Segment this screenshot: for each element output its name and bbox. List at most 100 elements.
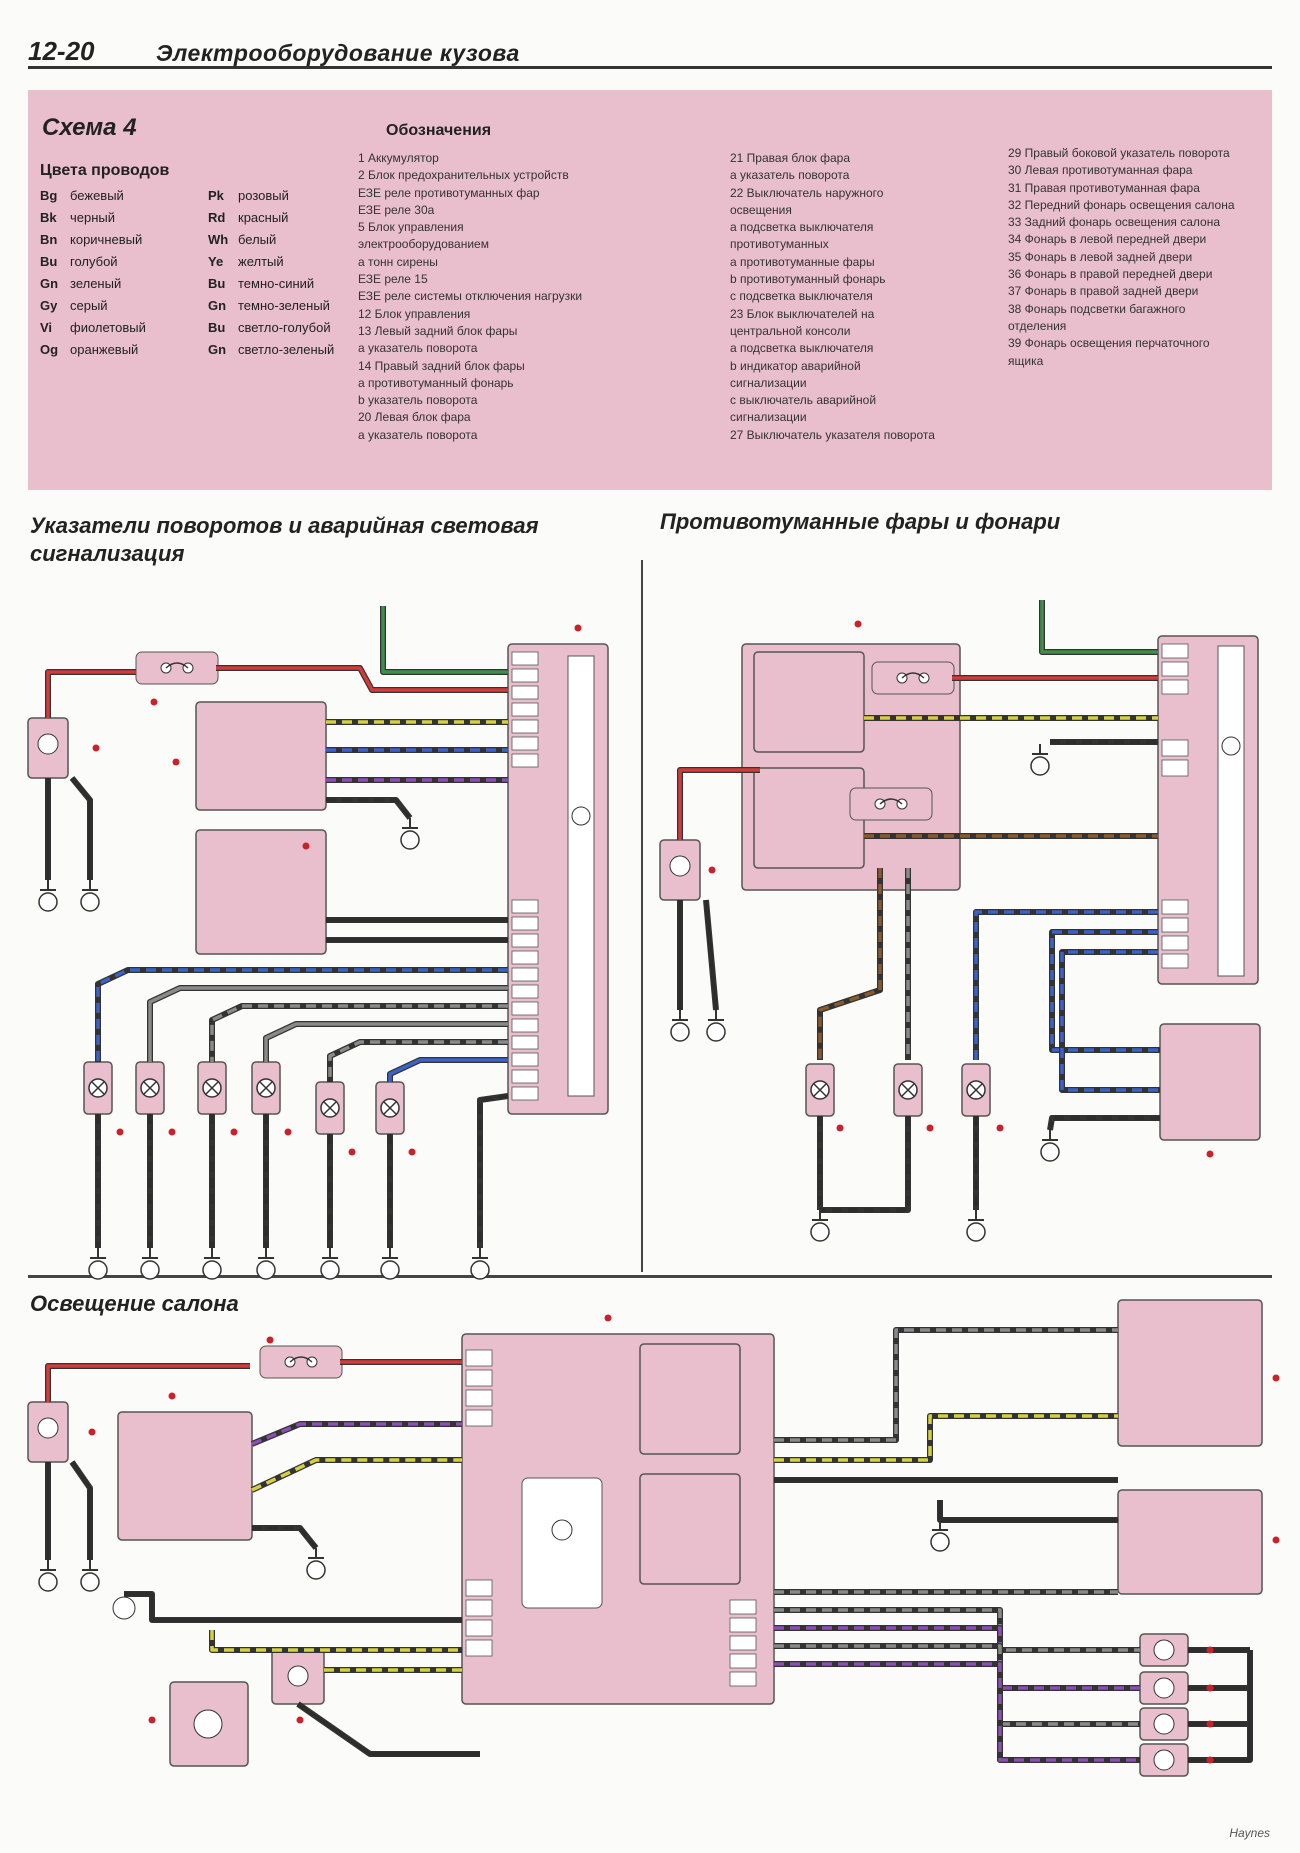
connector-pin [511,916,539,931]
lamp-cross [969,1083,983,1097]
designation-item: а подсветка выключателя [730,220,874,235]
wire-color-entry: Bu светло-голубой [208,320,368,335]
turn-lamp-feed-1 [148,986,508,1062]
wire-color-code: Bu [40,254,58,269]
turn-lamp-feed-0 [96,968,508,1062]
interior-sensor-wire-2 [210,1630,462,1652]
designation-item: 34 Фонарь в левой передней двери [1008,232,1207,247]
designation-item: а указатель поворота [358,341,478,356]
connector-pin [511,702,539,717]
wire-color-code: Vi [40,320,53,335]
lamp-cross [813,1083,827,1097]
section-title-turn-signals: Указатели поворотов и аварийная световая… [30,513,539,566]
section-title-fog-lights: Противотуманные фары и фонари [660,509,1061,534]
designation-item: 29 Правый боковой указатель поворота [1008,146,1230,160]
designation-item: 14 Правый задний блок фары [358,358,525,373]
fog-lamp-feed-1 [818,868,882,1060]
fuse-box [259,1345,343,1379]
interior-relay-1 [639,1343,741,1455]
designations-column-2: 21 Правая блок фара а указатель поворота… [730,150,1020,444]
turn-lamp-feed-3 [264,1022,508,1062]
fog-battery-ground-2 [704,899,718,1011]
hazard-switch-block [195,701,327,811]
component-marker [836,1124,844,1132]
wire-color-name: темно-зеленый [238,298,330,313]
connector-pin [511,719,539,734]
turn-lamp-feed-4 [328,1040,508,1082]
glovebox-ground-outline [296,1701,480,1757]
connector-pin [1161,759,1189,777]
connector-pin [1161,643,1189,659]
designation-item: ЕЗЕ реле системы отключения нагрузки [358,289,583,304]
fog-relay-2 [753,767,865,869]
lamp-cross [901,1083,915,1097]
ground-symbol [256,1260,276,1280]
component-marker [88,1428,96,1436]
connector-pin [511,1018,539,1033]
ignition-feed-outline [380,606,508,675]
battery-positive-wire-outline [45,669,136,718]
connector-pin [511,1052,539,1067]
ground-symbol [1040,1142,1060,1162]
connector-pin [465,1349,493,1367]
ground-symbol [966,1222,986,1242]
ground-symbol [88,1260,108,1280]
designations-heading: Обозначения [386,122,492,139]
connector-pin [511,1069,539,1084]
connector-pin [511,1086,539,1101]
interior-battery-feed [46,1364,250,1402]
fog-ignition-feed-outline [1039,600,1158,655]
designation-item: противотуманных [730,237,829,252]
designation-item: 32 Передний фонарь освещения салона [1008,197,1235,212]
wire-color-code: Bu [208,320,226,335]
designation-item: 20 Левая блок фара [358,410,471,425]
designation-item: 31 Правая противотуманная фара [1008,180,1200,195]
wire-color-code: Gn [40,276,59,291]
component-marker [1206,1684,1214,1692]
door-switch-symbol [112,1596,136,1620]
lamp-cross [91,1081,105,1095]
designation-item: ЕЗЕ реле 15 [358,272,428,287]
section-title-interior-lighting: Освещение салона [30,1291,239,1316]
wire-color-name: светло-голубой [238,320,331,335]
battery-symbol [669,855,691,877]
component-marker [116,1128,124,1136]
designation-item: 1 Аккумулятор [358,151,439,165]
wire-color-code: Gn [208,342,227,357]
lamp-cross [383,1101,397,1115]
ground-symbol [320,1260,340,1280]
connector-pin [1161,739,1189,757]
fog-control-symbol [1221,736,1241,756]
glovebox-lamp-bulb [287,1665,309,1687]
front-lamp-feed-outline [774,1327,1118,1443]
designation-item: b указатель поворота [358,393,478,408]
wire-color-code: Rd [208,210,226,225]
connector-pin [511,1001,539,1016]
connector-pin [511,685,539,700]
control-unit-ground [478,1094,509,1248]
connector-pin [465,1619,493,1637]
component-marker [1206,1150,1214,1158]
designation-item: а тонн сирены [358,254,438,269]
interior-switch-wire-1 [251,1422,462,1446]
component-marker [168,1128,176,1136]
battery-symbol [37,733,59,755]
interior-switch-wire-1-outline [250,1421,462,1447]
wire-color-name: светло-зеленый [238,342,335,357]
ground-symbol [810,1222,830,1242]
fog-lamp-feed-1-outline [817,868,883,1060]
page-title: Электрооборудование кузова [156,40,520,66]
wire-color-name: темно-синий [238,276,315,291]
lamp-cross [205,1081,219,1095]
ground-symbol [80,1572,100,1592]
connector-pin [1161,899,1189,915]
